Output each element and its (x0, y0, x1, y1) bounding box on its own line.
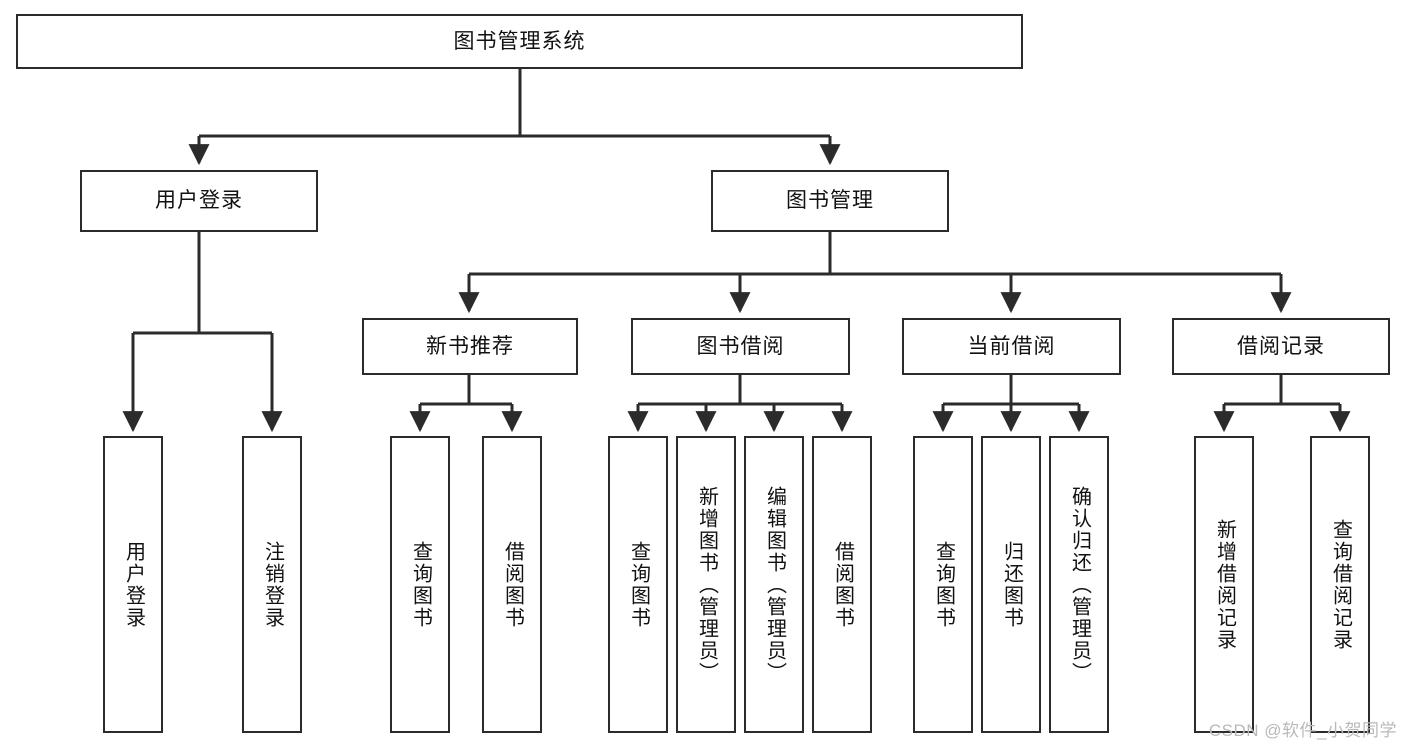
node-book-manage[interactable]: 图书管理 (711, 170, 949, 232)
node-leaf-record-query-label: 查询借阅记录 (1329, 518, 1352, 651)
node-leaf-logout[interactable]: 注销登录 (242, 436, 302, 733)
node-leaf-current-return-book[interactable]: 归还图书 (981, 436, 1041, 733)
node-borrow-record-label: 借阅记录 (1237, 334, 1325, 358)
node-leaf-record-add-label: 新增借阅记录 (1213, 518, 1236, 651)
node-leaf-current-confirm-return-label: 确认归还（管理员） (1068, 485, 1091, 684)
node-leaf-current-query-book[interactable]: 查询图书 (913, 436, 973, 733)
node-current-borrow-label: 当前借阅 (967, 334, 1056, 358)
node-book-manage-label: 图书管理 (786, 189, 874, 213)
node-leaf-user-login-label: 用户登录 (122, 540, 145, 629)
node-book-borrow[interactable]: 图书借阅 (631, 318, 850, 375)
node-leaf-current-query-book-label: 查询图书 (932, 540, 955, 629)
node-leaf-borrow-query-book-label: 查询图书 (627, 540, 650, 629)
node-leaf-recommend-query-book[interactable]: 查询图书 (390, 436, 450, 733)
node-root[interactable]: 图书管理系统 (16, 14, 1023, 69)
node-leaf-borrow-query-book[interactable]: 查询图书 (608, 436, 668, 733)
node-borrow-record[interactable]: 借阅记录 (1172, 318, 1390, 375)
node-new-book-recommend-label: 新书推荐 (426, 334, 514, 358)
node-leaf-borrow-add-book[interactable]: 新增图书（管理员） (676, 436, 736, 733)
node-leaf-logout-label: 注销登录 (261, 540, 284, 629)
node-user-login-label: 用户登录 (155, 189, 243, 213)
node-leaf-borrow-add-book-label: 新增图书（管理员） (695, 485, 718, 684)
node-leaf-current-confirm-return[interactable]: 确认归还（管理员） (1049, 436, 1109, 733)
node-user-login[interactable]: 用户登录 (80, 170, 318, 232)
node-leaf-user-login[interactable]: 用户登录 (103, 436, 163, 733)
node-root-label: 图书管理系统 (453, 29, 586, 53)
node-leaf-borrow-borrow-book[interactable]: 借阅图书 (812, 436, 872, 733)
watermark-text: CSDN @软件_小贺同学 (1208, 721, 1397, 740)
node-book-borrow-label: 图书借阅 (696, 334, 785, 358)
node-current-borrow[interactable]: 当前借阅 (902, 318, 1121, 375)
node-leaf-borrow-edit-book-label: 编辑图书（管理员） (763, 485, 786, 684)
node-leaf-record-add[interactable]: 新增借阅记录 (1194, 436, 1254, 733)
node-leaf-current-return-book-label: 归还图书 (1000, 540, 1023, 629)
node-new-book-recommend[interactable]: 新书推荐 (362, 318, 578, 375)
node-leaf-borrow-edit-book[interactable]: 编辑图书（管理员） (744, 436, 804, 733)
node-leaf-recommend-borrow-book-label: 借阅图书 (501, 540, 524, 629)
node-leaf-record-query[interactable]: 查询借阅记录 (1310, 436, 1370, 733)
node-leaf-recommend-borrow-book[interactable]: 借阅图书 (482, 436, 542, 733)
node-leaf-recommend-query-book-label: 查询图书 (409, 540, 432, 629)
node-leaf-borrow-borrow-book-label: 借阅图书 (831, 540, 854, 629)
